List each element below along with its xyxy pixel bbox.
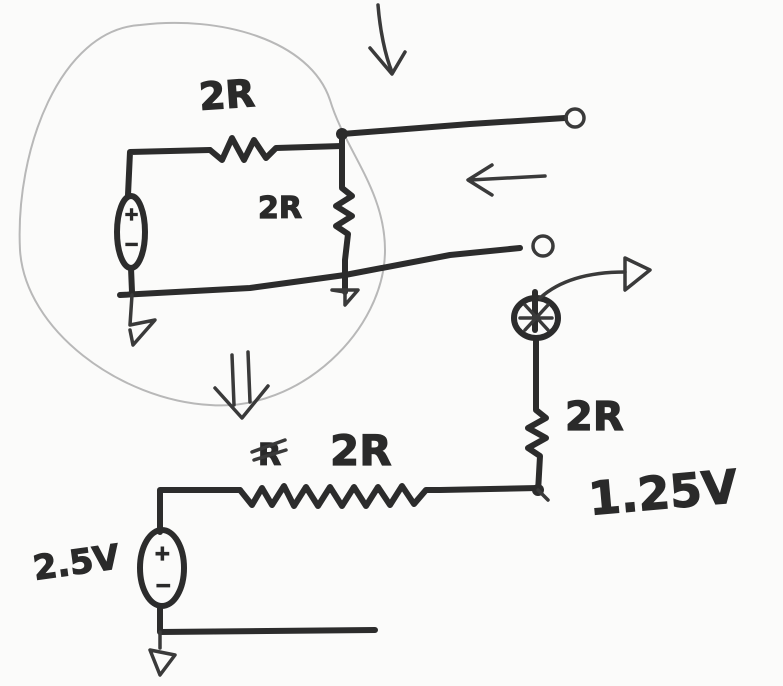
ground-icon bbox=[148, 630, 177, 677]
left-arrow-icon bbox=[466, 163, 547, 197]
label-top-shunt-r: 2R bbox=[258, 191, 302, 226]
label-bottom-vertical-r: 2R bbox=[565, 394, 624, 440]
double-down-arrow-icon bbox=[213, 350, 270, 420]
bottom-source-minus: − bbox=[155, 573, 172, 597]
buffer-output-wire bbox=[538, 270, 627, 300]
top-source-lower-wire bbox=[128, 265, 135, 295]
top-return-wire bbox=[117, 245, 523, 298]
struck-label: R bbox=[250, 437, 288, 474]
ground-icon bbox=[128, 293, 157, 347]
top-source-minus: − bbox=[124, 234, 139, 255]
bottom-vertical-resistor bbox=[525, 335, 549, 495]
equivalence-loop bbox=[18, 21, 387, 407]
label-bottom-series-r: 2R bbox=[330, 426, 392, 475]
bottom-source-plus: + bbox=[154, 541, 171, 565]
top-terminal bbox=[564, 107, 586, 129]
output-arrow-icon bbox=[623, 256, 652, 292]
label-source-voltage: 2.5V bbox=[31, 537, 123, 589]
ground-icon bbox=[330, 288, 360, 307]
top-series-resistor bbox=[207, 135, 345, 163]
label-top-series-r: 2R bbox=[198, 71, 257, 119]
top-output-wire bbox=[339, 115, 568, 137]
bottom-left-wire bbox=[157, 487, 243, 535]
bottom-return-wire bbox=[157, 603, 378, 635]
lower-terminal bbox=[531, 234, 555, 258]
down-arrow-icon bbox=[368, 3, 407, 76]
label-output-voltage: 1.25V bbox=[586, 459, 740, 526]
bottom-series-resistor bbox=[237, 483, 541, 509]
bottom-node-tail bbox=[536, 488, 550, 502]
top-shunt-resistor bbox=[333, 131, 355, 295]
top-left-wire bbox=[125, 147, 213, 198]
top-source-plus: + bbox=[124, 204, 139, 225]
